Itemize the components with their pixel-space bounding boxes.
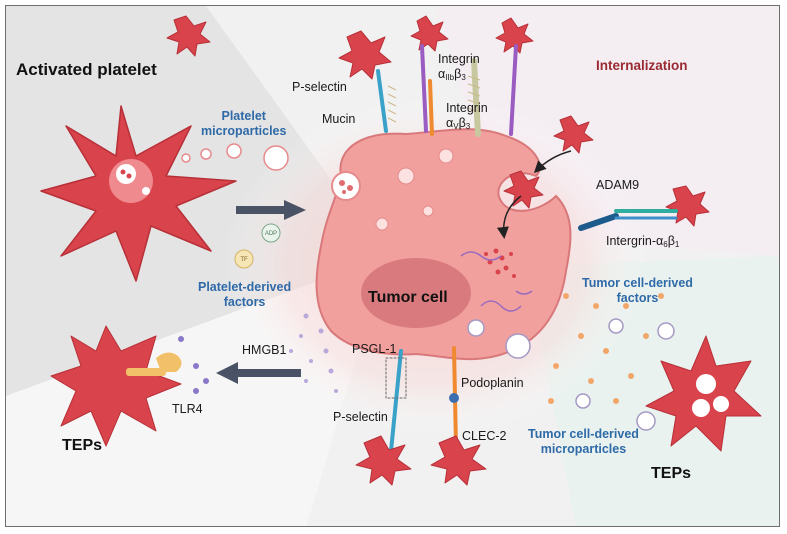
label-hmgb1: HMGB1 — [242, 343, 287, 357]
label-tumor-cell: Tumor cell — [368, 289, 448, 306]
internalization-arrow-1 — [533, 150, 572, 174]
label-tumor-cell-derived-factors: Tumor cell-derived factors — [582, 276, 693, 305]
bg-wedge-left — [6, 6, 386, 396]
svg-text:ADP: ADP — [265, 231, 277, 237]
diagram-frame: ADP TF — [5, 5, 780, 527]
activated-platelet — [40, 105, 237, 282]
label-tlr4: TLR4 — [172, 402, 203, 416]
adam9-receptor — [578, 209, 678, 231]
label-adam9: ADAM9 — [596, 178, 640, 192]
tumor-vesicles — [331, 148, 454, 231]
tumor-derived-factor-dots — [548, 293, 664, 404]
internalized-particles — [460, 248, 533, 312]
svg-text:TF: TF — [240, 257, 248, 263]
label-psgl1: PSGL-1 — [352, 342, 397, 356]
label-platelet-derived-factors: Platelet-derived factors — [198, 280, 292, 309]
adp-badge: ADP — [261, 223, 281, 243]
label-teps-right: TEPs — [651, 465, 692, 482]
label-p-selectin-top: P-selectin — [292, 80, 347, 94]
label-tumor-cell-derived-microparticles: Tumor cell-derived microparticles — [528, 427, 639, 456]
arrow-to-teps — [216, 362, 301, 384]
tf-badge: TF — [234, 249, 254, 269]
surface-receptors-bottom — [385, 346, 459, 453]
tumor-microparticles — [467, 318, 675, 431]
label-integrin-2: Integrin αVβ3 — [446, 101, 488, 131]
label-mucin: Mucin — [322, 112, 356, 126]
arrow-to-tumor — [236, 200, 306, 220]
label-p-selectin-bottom: P-selectin — [333, 410, 388, 424]
label-clec2: CLEC-2 — [462, 429, 507, 443]
label-platelet-microparticles: Platelet microparticles — [201, 109, 287, 138]
nucleus — [361, 258, 471, 328]
internalization-arrow-2 — [496, 195, 522, 239]
label-activated-platelet: Activated platelet — [16, 60, 157, 79]
illustration: ADP TF — [6, 6, 779, 526]
platelet-microparticles — [181, 143, 289, 171]
label-integrin-1: Integrin αIIbβ3 — [438, 52, 480, 82]
label-intergrin-a6b1: Intergrin-α6β1 — [606, 234, 680, 249]
tep-left — [50, 325, 182, 447]
label-internalization: Internalization — [596, 58, 688, 73]
label-teps-left: TEPs — [62, 437, 103, 454]
tumor-cell-body — [315, 128, 572, 361]
bottom-platelets — [355, 435, 487, 486]
tep-right — [645, 335, 762, 452]
surface-receptors-top — [376, 44, 518, 137]
hmgb1-dots — [178, 313, 338, 394]
label-podoplanin: Podoplanin — [461, 376, 524, 390]
top-platelets — [166, 15, 710, 227]
mucin-brush — [387, 75, 481, 123]
